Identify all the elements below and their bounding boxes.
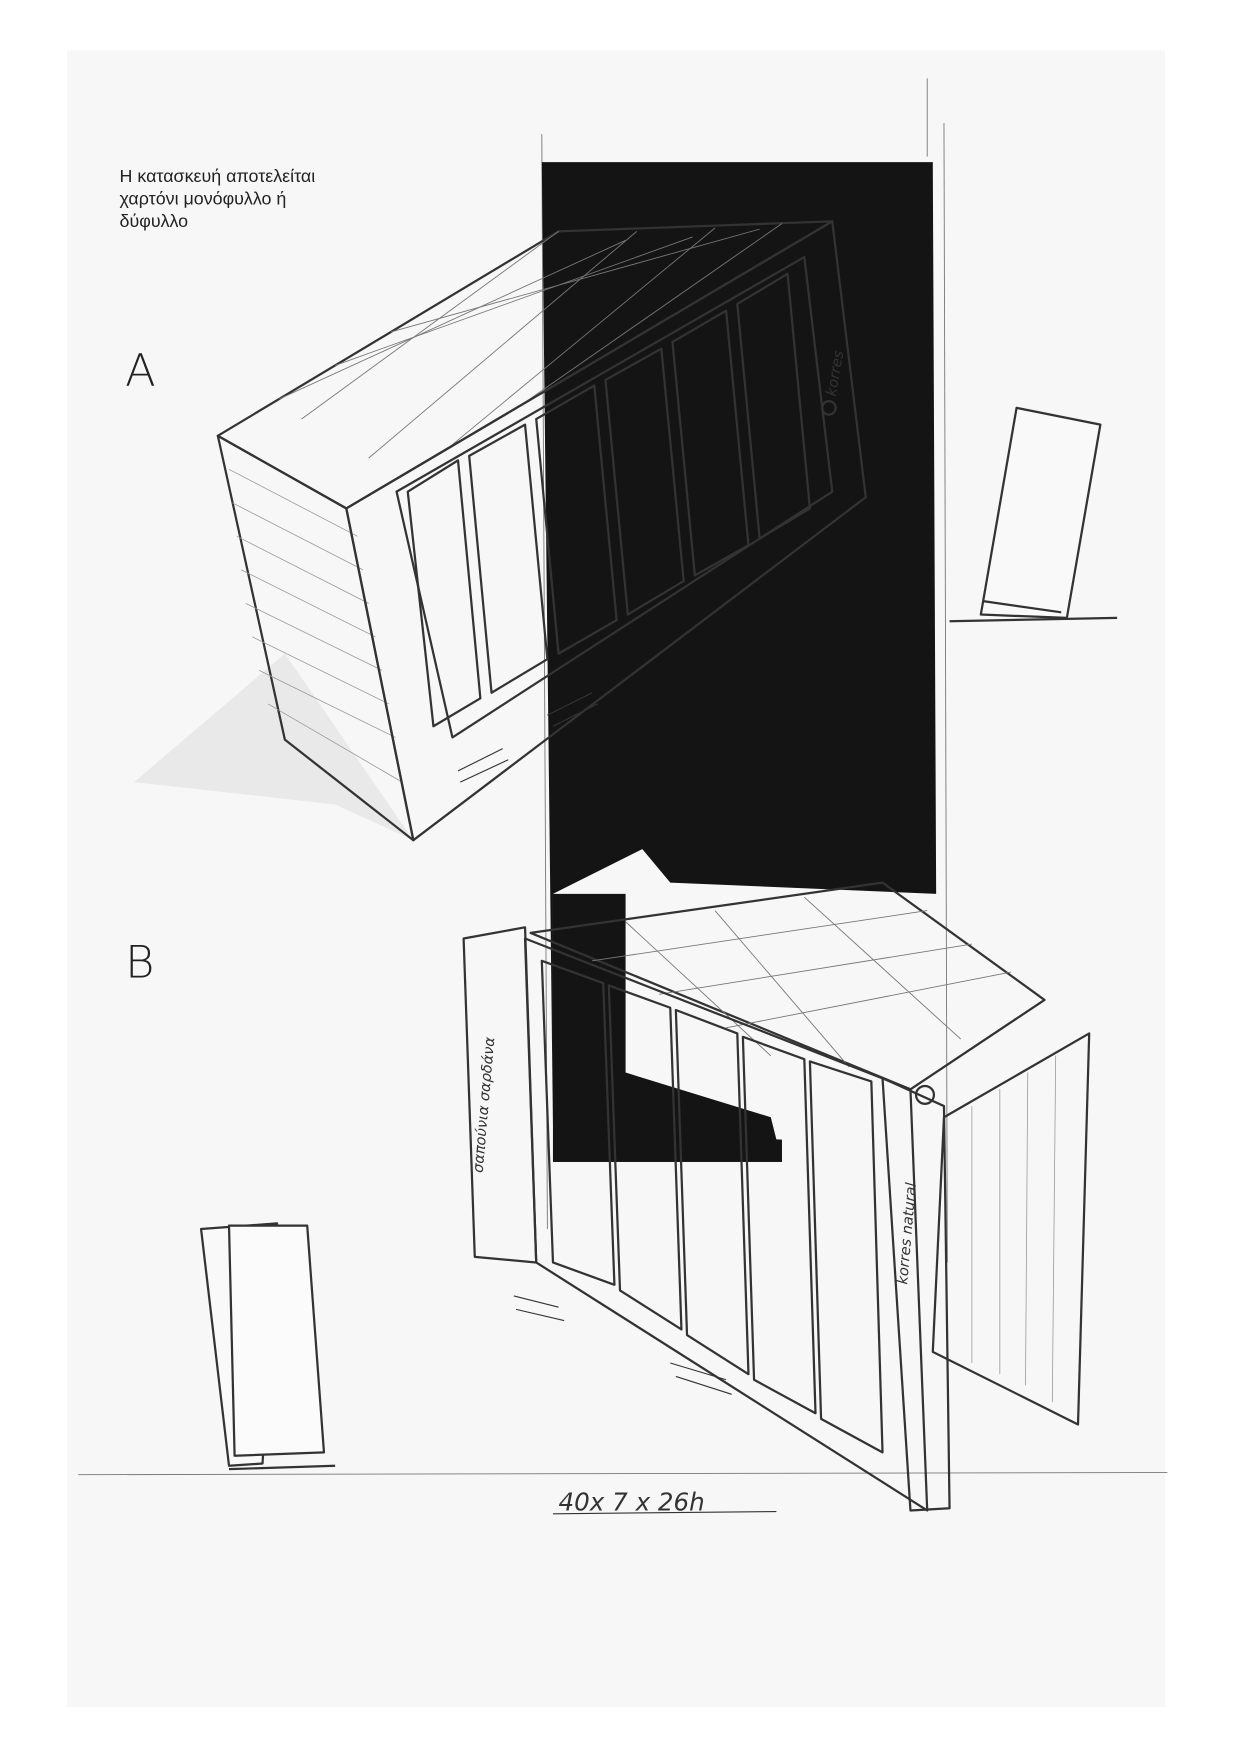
box-b-text-lines (513, 1295, 732, 1395)
box-a-shadow (134, 653, 414, 841)
box-a-text-lines (457, 692, 598, 783)
box-a-brand: korres (824, 349, 848, 397)
note-line-1: Η κατασκευή αποτελείται (120, 166, 316, 186)
box-b-panels (540, 959, 884, 1454)
box-a-panels (406, 272, 812, 728)
black-marker-band-lower (552, 893, 782, 1162)
note-line-3: δύφυλλο (120, 211, 189, 231)
box-b-top-grid (592, 896, 1012, 1068)
box-b-end-hatch (971, 1055, 1057, 1403)
box-a-top-grid (279, 223, 783, 459)
dimensions-underline (552, 1511, 777, 1515)
box-a-sketch: korres (134, 220, 867, 842)
variant-a-label: A (125, 345, 156, 397)
box-b-top-face (529, 881, 1046, 1091)
note-line-2: χαρτόνι μονόφυλλο ή (120, 189, 287, 209)
box-a-front-inner (395, 255, 834, 739)
box-b-open-end (931, 1032, 1091, 1426)
construction-lines (78, 78, 1168, 1476)
stand-a-sketch (949, 406, 1118, 623)
box-a-side-hatch (228, 468, 403, 783)
black-marker-band (541, 162, 937, 1162)
box-b-knob-icon (914, 1084, 936, 1105)
box-a-front-face (345, 220, 867, 842)
variant-b-label: B (125, 937, 154, 989)
dimensions-label: 40x 7 x 26h (559, 1487, 705, 1516)
box-a-logo-icon (821, 400, 837, 416)
stand-b-sketch (199, 1222, 336, 1471)
box-b-right-band (881, 1077, 951, 1512)
